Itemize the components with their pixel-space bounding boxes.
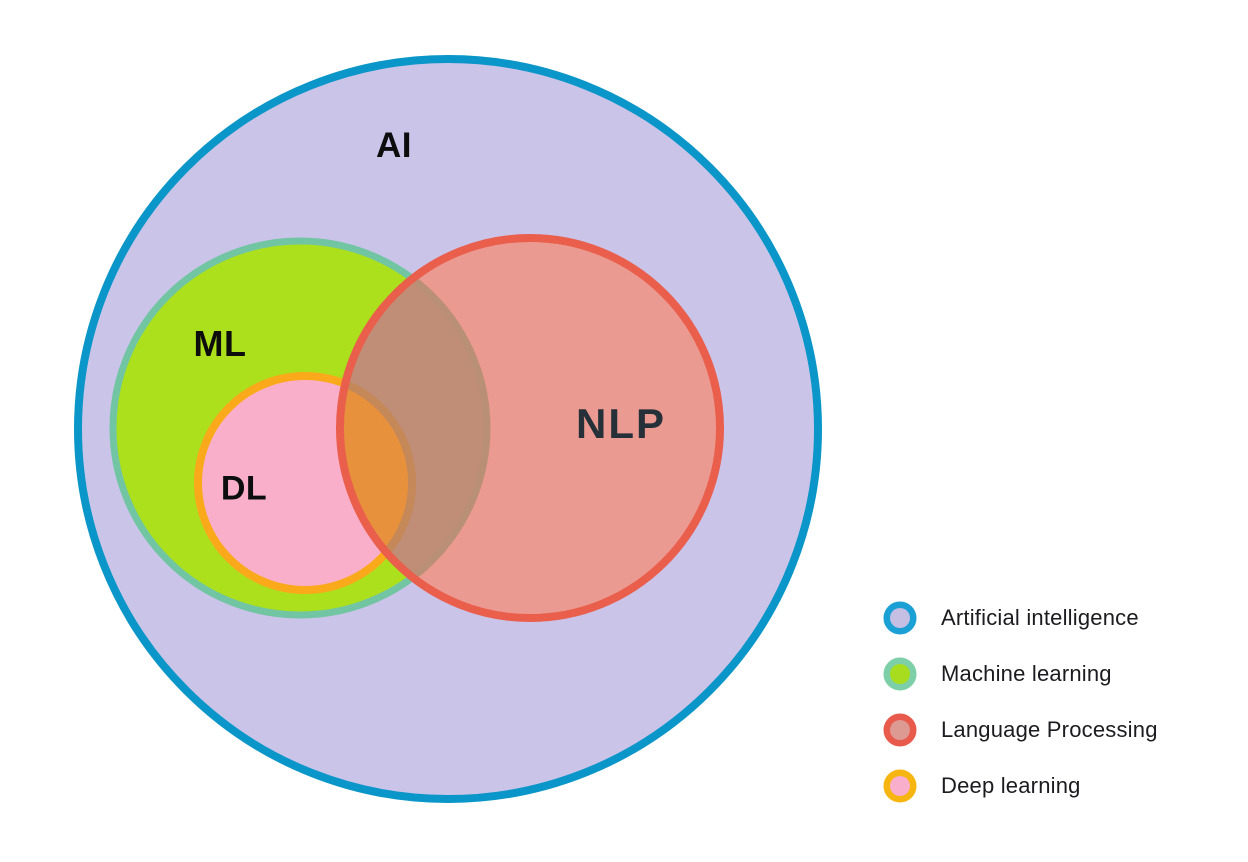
- nlp-ring-fill: [890, 719, 910, 740]
- dl-ring-border: [883, 769, 917, 802]
- ml-label: ML: [193, 323, 247, 364]
- legend-label-language-processing: Language Processing: [941, 716, 1158, 742]
- legend-item-machine-learning: Machine learning: [883, 657, 1158, 690]
- ml-ring-fill: [890, 663, 910, 684]
- nlp-label: NLP: [576, 400, 666, 447]
- ai-label: AI: [376, 126, 412, 165]
- legend-label-artificial-intelligence: Artificial intelligence: [941, 604, 1139, 630]
- legend: Artificial intelligence Machine learning…: [883, 601, 1158, 802]
- nlp-ring-icon: [883, 713, 917, 746]
- dl-ring-icon: [883, 769, 917, 802]
- legend-label-machine-learning: Machine learning: [941, 660, 1112, 686]
- legend-item-language-processing: Language Processing: [883, 713, 1158, 746]
- ml-ring-border: [883, 657, 917, 690]
- dl-ring-fill: [890, 775, 910, 796]
- legend-item-deep-learning: Deep learning: [883, 769, 1158, 802]
- ml-ring-icon: [883, 657, 917, 690]
- dl-label: DL: [220, 469, 268, 508]
- legend-label-deep-learning: Deep learning: [941, 772, 1081, 798]
- ai-ring-border: [883, 601, 917, 634]
- nlp-circle-border: [336, 234, 724, 622]
- ai-ring-icon: [883, 601, 917, 634]
- nlp-ring-border: [883, 713, 917, 746]
- ai-ring-fill: [890, 607, 910, 628]
- legend-item-artificial-intelligence: Artificial intelligence: [883, 601, 1158, 634]
